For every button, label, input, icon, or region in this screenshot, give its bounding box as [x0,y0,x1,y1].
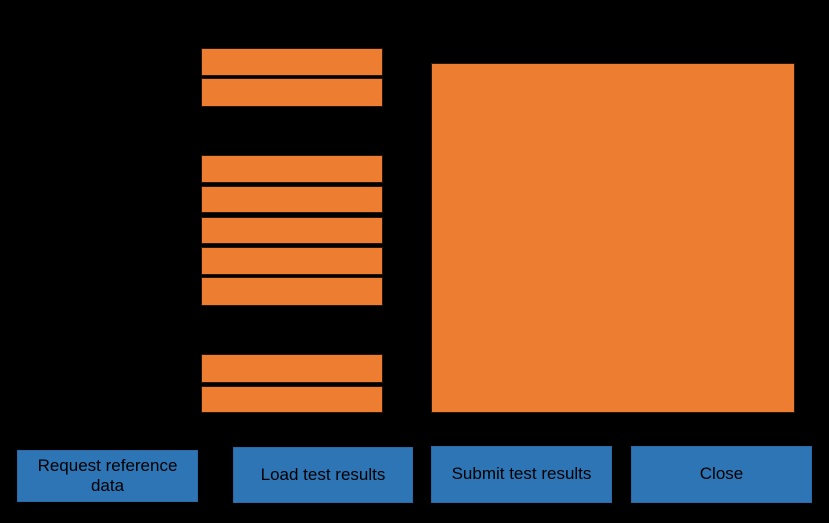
field-bottom-group-row-1[interactable] [201,354,383,383]
field-middle-group-row-4[interactable] [201,247,383,275]
large-text-panel[interactable] [431,63,795,413]
field-middle-group-row-3[interactable] [201,217,383,244]
field-top-group-row-2[interactable] [201,78,383,107]
field-bottom-group-row-2[interactable] [201,386,383,413]
request-reference-data-button[interactable]: Request reference data [17,450,198,502]
field-middle-group-row-2[interactable] [201,186,383,213]
field-middle-group-row-5[interactable] [201,277,383,306]
field-top-group-row-1[interactable] [201,48,383,76]
close-button[interactable]: Close [631,446,812,503]
field-middle-group-row-1[interactable] [201,155,383,183]
submit-test-results-button[interactable]: Submit test results [431,446,612,503]
load-test-results-button[interactable]: Load test results [233,447,413,503]
